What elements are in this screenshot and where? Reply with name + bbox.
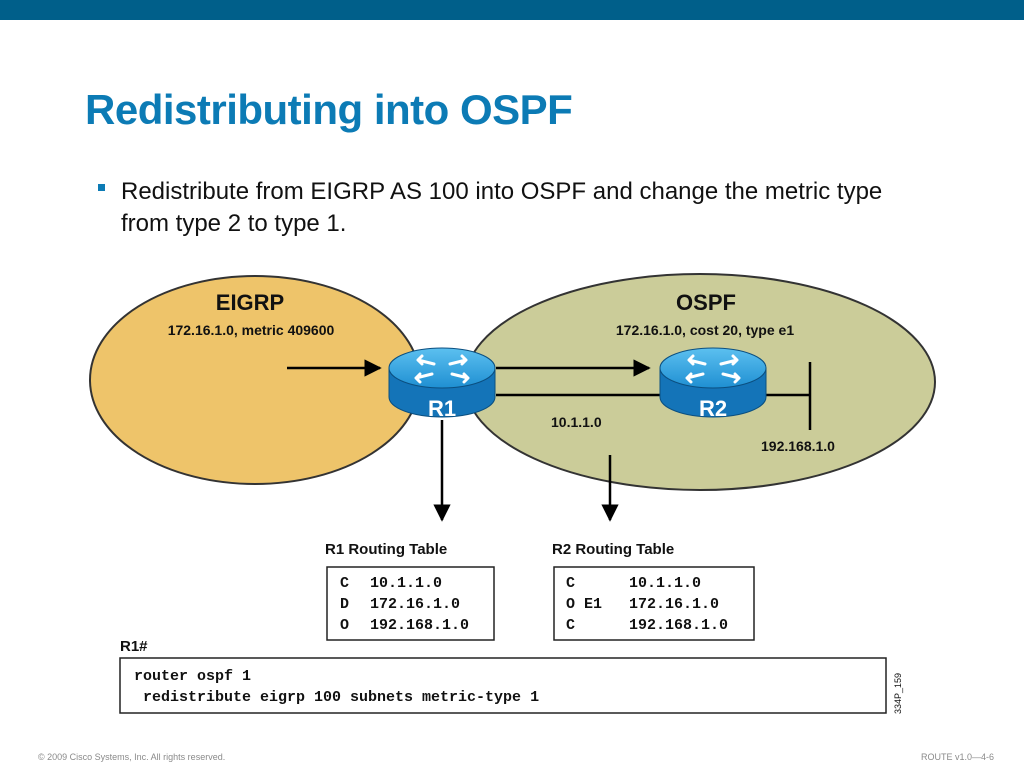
r2-row-3-network: 192.168.1.0 — [629, 617, 728, 634]
config-line-1: router ospf 1 — [134, 668, 251, 685]
bullet-text: Redistribute from EIGRP AS 100 into OSPF… — [121, 178, 883, 237]
router-r2-label: R2 — [699, 396, 727, 421]
eigrp-route-label: 172.16.1.0, metric 409600 — [168, 322, 335, 338]
r2-row-3-code: C — [566, 617, 575, 634]
slide-title: Redistributing into OSPF — [85, 86, 573, 133]
r2-row-2-network: 172.16.1.0 — [629, 596, 719, 613]
ospf-route-label: 172.16.1.0, cost 20, type e1 — [616, 322, 794, 338]
r1-table-title: R1 Routing Table — [325, 541, 447, 558]
config-line-2: redistribute eigrp 100 subnets metric-ty… — [134, 689, 539, 706]
router-r1[interactable]: R1 — [388, 347, 496, 421]
r1-row-2-network: 172.16.1.0 — [370, 596, 460, 613]
r1-row-3-network: 192.168.1.0 — [370, 617, 469, 634]
link-network-label: 10.1.1.0 — [551, 414, 602, 430]
r2-table-title: R2 Routing Table — [552, 541, 674, 558]
r2-row-1-code: C — [566, 575, 575, 592]
r1-row-2-code: D — [340, 596, 349, 613]
top-banner — [0, 0, 1024, 20]
r1-row-1-network: 10.1.1.0 — [370, 575, 442, 592]
router-arrows-icon — [414, 354, 470, 384]
r1-routing-table — [326, 566, 495, 641]
footer-copyright: © 2009 Cisco Systems, Inc. All rights re… — [38, 752, 226, 762]
router-r1-label: R1 — [428, 396, 456, 421]
r2-routing-table — [553, 566, 755, 641]
router-arrows-icon — [685, 354, 741, 384]
router-r2[interactable]: R2 — [659, 347, 767, 421]
cli-prompt: R1# — [120, 638, 148, 655]
r2-row-1-network: 10.1.1.0 — [629, 575, 701, 592]
eigrp-label: EIGRP — [216, 290, 284, 315]
config-box — [119, 657, 887, 714]
stub-network-label: 192.168.1.0 — [761, 438, 835, 454]
figure-id: 334P_159 — [893, 673, 903, 714]
r1-row-1-code: C — [340, 575, 349, 592]
ospf-label: OSPF — [676, 290, 736, 315]
r2-row-2-code: O E1 — [566, 596, 602, 613]
bullet-square-icon — [98, 184, 105, 191]
r1-row-3-code: O — [340, 617, 349, 634]
footer-course: ROUTE v1.0—4-6 — [920, 752, 994, 762]
